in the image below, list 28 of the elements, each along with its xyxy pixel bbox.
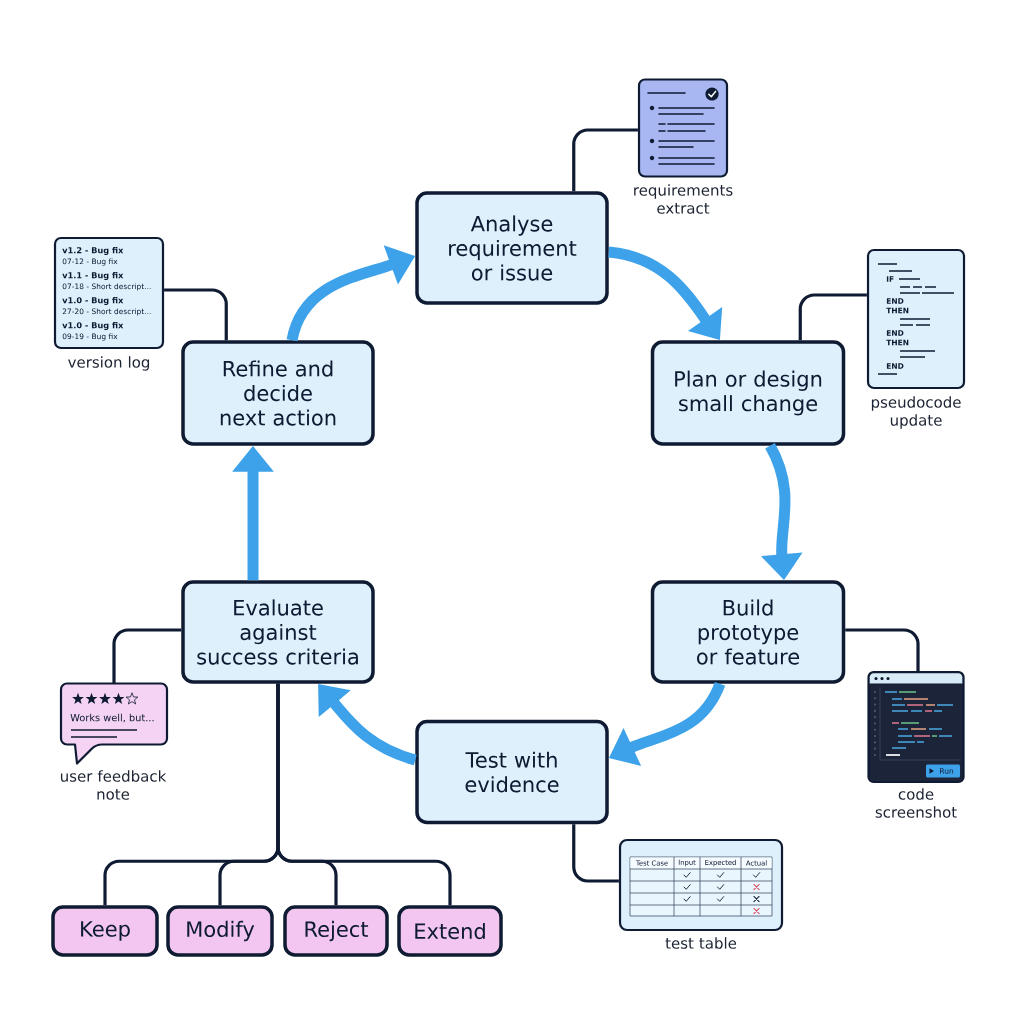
connector-line: [572, 824, 619, 883]
connector-line: [845, 628, 920, 671]
process-box: Refine and decide next action: [181, 340, 375, 446]
connector-line: [276, 683, 452, 906]
process-box: Plan or design small change: [650, 340, 846, 446]
process-box: Analyse requirement or issue: [415, 191, 609, 305]
process-box: Test with evidence: [415, 719, 609, 825]
process-box: Build prototype or feature: [650, 580, 846, 684]
connector-line: [798, 293, 867, 341]
process-box: Evaluate against success criteria: [181, 580, 375, 684]
log-heading: v1.2 - Bug fix: [62, 247, 124, 255]
connector-line: [572, 128, 638, 192]
feedback-text: Works well, but...: [70, 713, 154, 723]
log-heading: v1.0 - Bug fix: [62, 322, 124, 330]
connector-line: [112, 628, 182, 684]
connector-line: [164, 288, 228, 341]
node-label: user feedback note: [60, 770, 167, 800]
node-label: pseudocode update: [871, 396, 961, 429]
outcome-box: Extend: [397, 905, 503, 957]
node-label: test table: [665, 937, 737, 949]
log-heading: v1.0 - Bug fix: [62, 297, 124, 305]
outcome-box: Keep: [51, 905, 159, 957]
log-heading: v1.1 - Bug fix: [62, 272, 124, 280]
node-label: version log: [68, 356, 150, 371]
node-label: code screenshot: [875, 788, 957, 818]
outcome-box: Reject: [283, 905, 389, 957]
outcome-box: Modify: [166, 905, 274, 957]
node-label: requirements extract: [634, 184, 733, 214]
